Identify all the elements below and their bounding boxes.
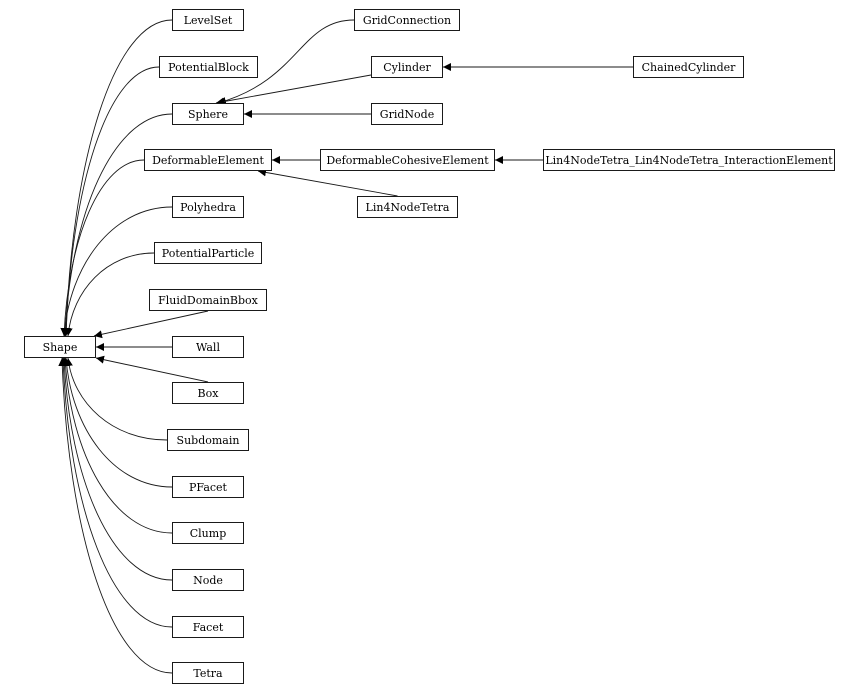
edge-sphere-to-shape <box>61 113 173 337</box>
edge-facet-to-shape <box>59 357 173 628</box>
node-gridnode: GridNode <box>371 103 443 125</box>
node-sphere: Sphere <box>172 103 244 125</box>
node-deformableelement: DeformableElement <box>144 149 272 171</box>
node-tetra: Tetra <box>172 662 244 684</box>
edge-node-to-shape <box>60 357 173 581</box>
node-lin4nodetetra-interaction: Lin4NodeTetra_Lin4NodeTetra_InteractionE… <box>543 149 835 171</box>
edge-deformableelement-to-shape <box>60 159 145 337</box>
edge-gridconnection-to-sphere <box>217 19 355 105</box>
edge-tetra-to-shape <box>58 357 173 674</box>
node-potentialblock: PotentialBlock <box>159 56 258 78</box>
node-box: Box <box>172 382 244 404</box>
edge-clump-to-shape <box>61 357 173 534</box>
node-pfacet: PFacet <box>172 476 244 498</box>
node-clump: Clump <box>172 522 244 544</box>
edge-pfacet-to-shape <box>62 357 173 488</box>
node-shape: Shape <box>24 336 96 358</box>
edge-lin4nodetetra-to-deformableelement <box>257 168 398 197</box>
node-lin4nodetetra: Lin4NodeTetra <box>357 196 458 218</box>
node-polyhedra: Polyhedra <box>172 196 244 218</box>
node-gridconnection: GridConnection <box>354 9 460 31</box>
node-subdomain: Subdomain <box>167 429 249 451</box>
edge-box-to-shape <box>95 355 209 383</box>
node-chainedcylinder: ChainedCylinder <box>633 56 744 78</box>
edge-polyhedra-to-shape <box>60 206 173 337</box>
edge-subdomain-to-shape <box>64 357 168 441</box>
node-deformablecohesiveelement: DeformableCohesiveElement <box>320 149 495 171</box>
node-facet: Facet <box>172 616 244 638</box>
edge-cylinder-to-sphere <box>215 74 372 106</box>
edge-potentialblock-to-shape <box>62 66 160 337</box>
node-levelset: LevelSet <box>172 9 244 31</box>
node-potentialparticle: PotentialParticle <box>154 242 262 264</box>
node-node: Node <box>172 569 244 591</box>
node-fluiddomainbbox: FluidDomainBbox <box>149 289 267 311</box>
edge-fluiddomainbbox-to-shape <box>93 310 209 339</box>
node-cylinder: Cylinder <box>371 56 443 78</box>
edge-potentialparticle-to-shape <box>64 252 155 337</box>
node-wall: Wall <box>172 336 244 358</box>
